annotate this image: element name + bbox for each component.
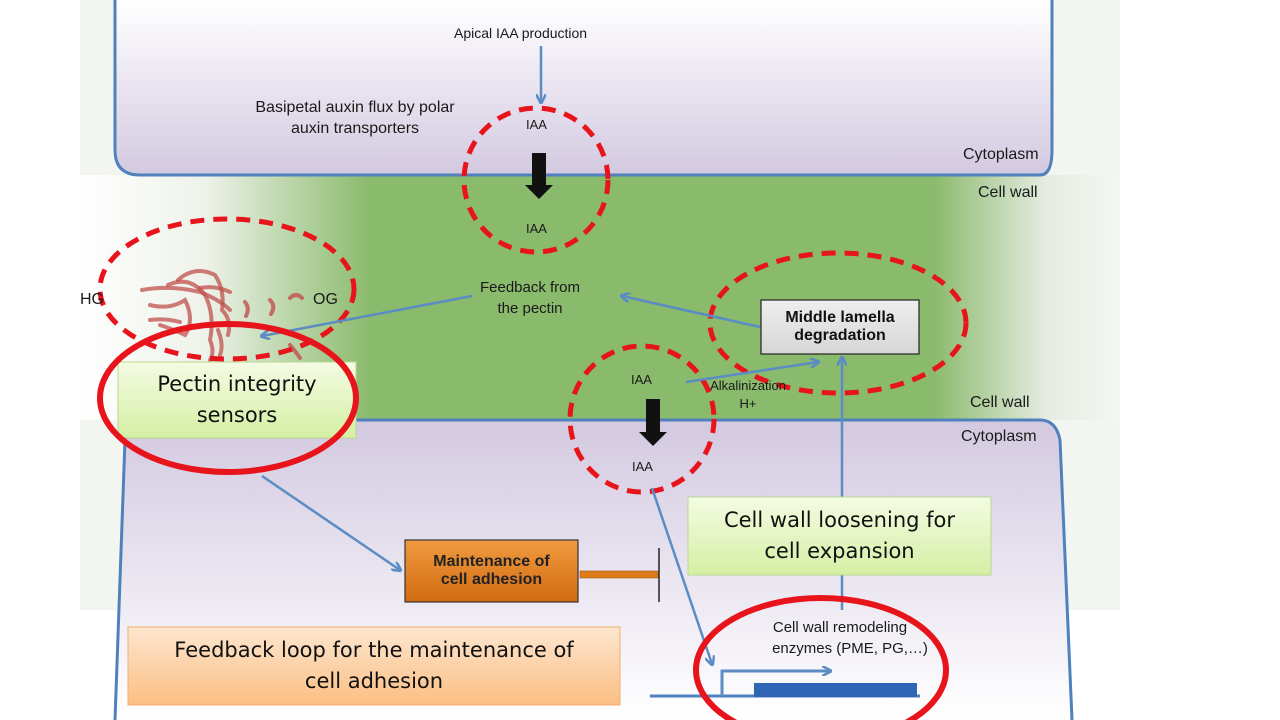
label-og: OG — [313, 291, 338, 308]
label-hg: HG — [80, 291, 104, 308]
feedback-loop-box: Feedback loop for the maintenance of cel… — [128, 627, 620, 705]
middle-lamella-line1: Middle lamella — [785, 309, 895, 326]
loosening-box-bg — [687, 496, 992, 576]
highlight-pectin-hg-og — [97, 216, 357, 362]
highlight-iaa-top — [461, 105, 611, 255]
highlight-remodeling-enzymes — [693, 595, 949, 720]
arrow-sensors-to-maintenance — [261, 474, 400, 570]
middle-lamella-line2: degradation — [794, 327, 886, 344]
transcription-start-arrow — [720, 671, 830, 696]
label-iaa-bottom-1: IAA — [631, 372, 652, 387]
pectin-fragments-og — [243, 293, 304, 360]
iaa-efflux-arrow-top — [525, 153, 553, 199]
gene-coding-region — [754, 683, 917, 697]
label-cytoplasm-top: Cytoplasm — [963, 146, 1039, 163]
label-iaa-top-2: IAA — [526, 221, 547, 236]
feedback-loop-line1: Feedback loop for the maintenance of — [174, 637, 574, 662]
label-cell-wall-top: Cell wall — [978, 184, 1038, 201]
label-iaa-bottom-2: IAA — [632, 459, 653, 474]
pectin-sensors-line2: sensors — [196, 403, 278, 427]
middle-lamella-box-bg — [760, 299, 920, 355]
label-alkalinization: Alkalinization — [710, 378, 786, 393]
loosening-box: Cell wall loosening for cell expansion — [688, 497, 991, 575]
loosening-line1: Cell wall loosening for — [723, 507, 956, 532]
label-iaa-top-1: IAA — [526, 117, 547, 132]
label-enzymes-line1: Cell wall remodeling — [772, 619, 908, 636]
label-enzymes-line2: enzymes (PME, PG,…) — [772, 640, 928, 657]
pectin-sensors-box-bg — [117, 361, 357, 439]
label-feedback-pectin-line1: Feedback from — [479, 279, 581, 296]
maintenance-line2: cell adhesion — [440, 571, 543, 588]
maintenance-line1: Maintenance of — [433, 553, 550, 570]
top-cell-membrane — [113, 0, 1054, 177]
arrow-lamella-to-feedback — [622, 296, 761, 329]
label-cell-wall-bottom: Cell wall — [970, 394, 1030, 411]
label-apical-iaa: Apical IAA production — [454, 25, 588, 41]
highlight-middle-lamella — [707, 250, 969, 396]
arrow-iaa-to-gene — [650, 487, 712, 664]
pectin-sensors-line1: Pectin integrity — [157, 371, 317, 396]
highlight-pectin-sensors — [97, 321, 359, 475]
label-h-plus: H+ — [739, 396, 757, 411]
label-basipetal-line1: Basipetal auxin flux by polar — [255, 99, 455, 116]
middle-lamella-box: Middle lamella degradation — [761, 300, 919, 354]
inhibition-line — [579, 570, 659, 579]
label-feedback-pectin-line2: the pectin — [497, 300, 563, 317]
arrow-feedback-to-sensors — [262, 294, 473, 336]
label-basipetal-line2: auxin transporters — [290, 120, 420, 137]
top-cell-cytoplasm — [115, 0, 1052, 175]
maintenance-box-bg — [404, 539, 579, 603]
label-cytoplasm-bottom: Cytoplasm — [961, 428, 1037, 445]
highlight-iaa-bottom — [567, 343, 717, 495]
pectin-strands-hg — [140, 269, 232, 362]
feedback-loop-line2: cell adhesion — [304, 669, 444, 693]
feedback-loop-box-bg — [127, 626, 621, 706]
pectin-sensors-box: Pectin integrity sensors — [118, 362, 356, 438]
loosening-line2: cell expansion — [764, 539, 915, 563]
arrow-iaa-to-lamella — [685, 362, 818, 384]
iaa-influx-arrow-bottom — [639, 399, 667, 446]
maintenance-box: Maintenance of cell adhesion — [405, 540, 578, 602]
